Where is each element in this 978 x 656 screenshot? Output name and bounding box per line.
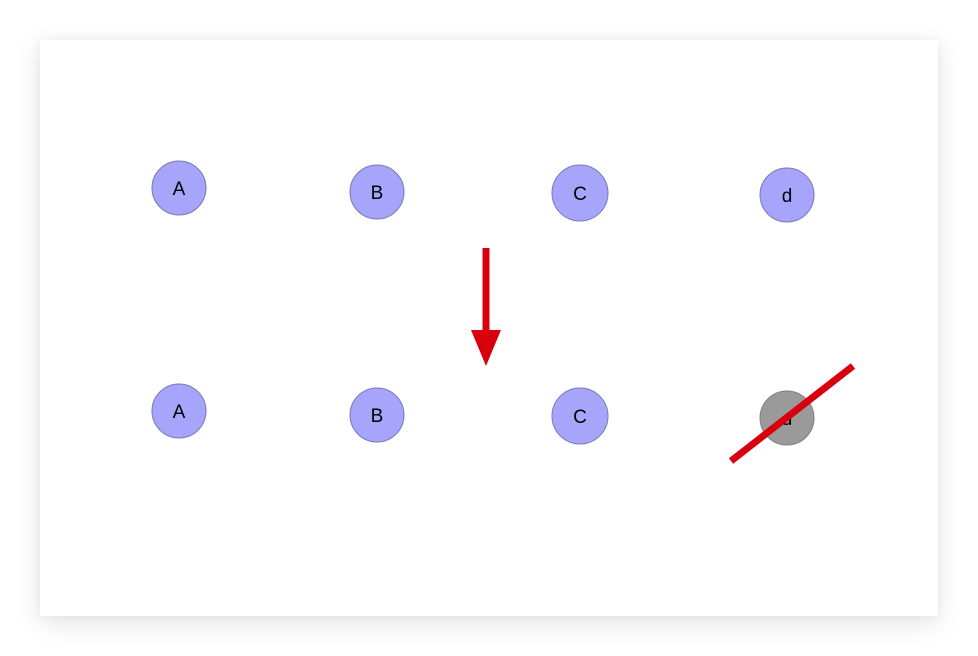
node-label: C xyxy=(573,407,587,428)
node-top-b: B xyxy=(349,164,405,220)
node-bottom-c: C xyxy=(551,387,609,445)
node-top-a: A xyxy=(151,160,207,216)
node-bottom-b: B xyxy=(349,387,405,443)
node-top-c: C xyxy=(551,164,609,222)
node-label: A xyxy=(173,402,186,423)
node-label: A xyxy=(173,179,186,200)
node-label: B xyxy=(371,406,384,427)
transition-arrow xyxy=(471,248,501,366)
node-label: B xyxy=(371,183,384,204)
strike-through-line xyxy=(728,363,856,464)
node-label: d xyxy=(782,186,793,207)
node-bottom-a: A xyxy=(151,383,207,439)
node-label: C xyxy=(573,184,587,205)
node-top-d: d xyxy=(759,167,815,223)
